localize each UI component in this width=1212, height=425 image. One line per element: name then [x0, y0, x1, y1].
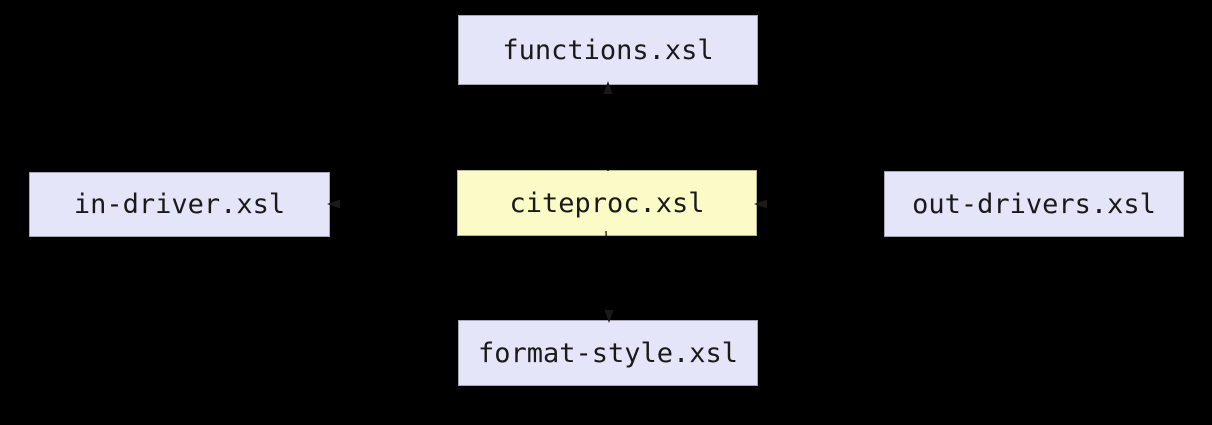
node-label: functions.xsl — [502, 34, 714, 66]
node-in-driver-xsl: in-driver.xsl — [29, 172, 330, 237]
node-label: out-drivers.xsl — [912, 188, 1156, 220]
node-label: format-style.xsl — [477, 337, 739, 369]
edge-out-drivers-to-citeproc — [754, 199, 884, 209]
node-functions-xsl: functions.xsl — [458, 15, 758, 85]
node-label: citeproc.xsl — [509, 187, 705, 219]
edge-citeproc-to-functions — [603, 81, 613, 171]
node-format-style-xsl: format-style.xsl — [458, 320, 758, 386]
node-label: in-driver.xsl — [73, 189, 286, 220]
edge-citeproc-to-format-style — [604, 230, 614, 323]
edge-citeproc-to-in-driver — [327, 199, 457, 209]
node-citeproc-xsl: citeproc.xsl — [457, 170, 757, 236]
node-out-drivers-xsl: out-drivers.xsl — [884, 171, 1184, 237]
